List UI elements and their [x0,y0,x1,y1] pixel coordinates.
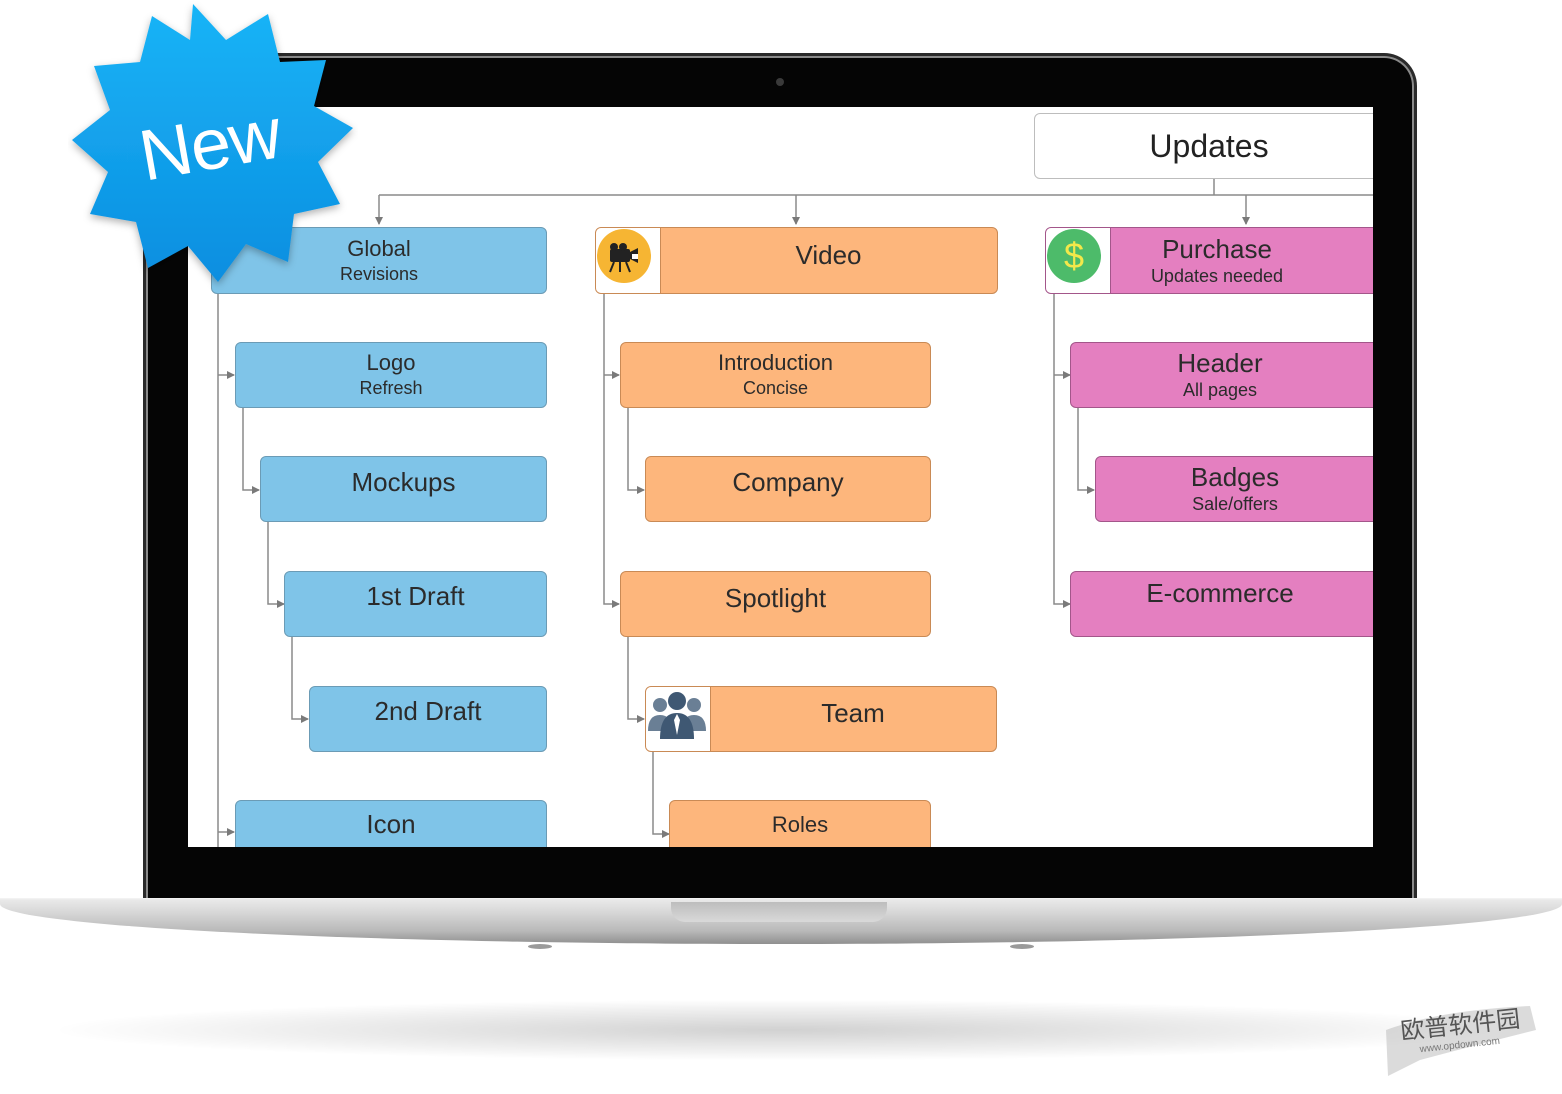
node-title: 1st Draft [366,581,465,611]
connector-lines [217,179,1373,847]
node-title: Video [795,239,862,270]
node-title: Icon [366,809,416,839]
node-title: 2nd Draft [374,696,482,726]
root-node[interactable]: Updates [1034,113,1373,179]
node-2nd-draft[interactable]: 2nd Draft [309,686,547,752]
node-introduction[interactable]: Introduction Concise [620,342,931,408]
dollar-icon: $ [1047,229,1101,283]
watermark-brush [1386,1006,1536,1076]
node-badges[interactable]: Badges Sale/offers [1095,456,1373,522]
team-icon-box [646,687,711,751]
node-spotlight[interactable]: Spotlight [620,571,931,637]
root-node-label: Updates [1149,127,1269,164]
node-mockups[interactable]: Mockups [260,456,547,522]
node-company[interactable]: Company [645,456,931,522]
purchase-text: Purchase Updates needed [1110,228,1373,293]
node-title: Roles [771,812,829,837]
node-e-commerce[interactable]: E-commerce [1070,571,1373,637]
node-header[interactable]: Header All pages [1070,342,1373,408]
laptop-shadow [60,1000,1500,1060]
node-title: Logo [366,350,416,375]
node-title: Introduction [718,350,833,375]
node-logo[interactable]: Logo Refresh [235,342,547,408]
node-team[interactable]: Team [645,686,997,752]
laptop-foot [1010,944,1034,949]
node-subtitle: Refresh [359,378,423,398]
node-subtitle: Sale/offers [1192,494,1278,514]
node-subtitle: All pages [1182,380,1258,400]
node-title: E-commerce [1146,578,1294,608]
webcam-icon [776,78,784,86]
mindmap-canvas: Updates Global Revisions Logo Refresh Mo… [188,107,1373,847]
node-subtitle: Updates needed [1150,265,1284,286]
node-title: Global [347,235,411,261]
node-title: Header [1177,348,1263,378]
node-title: Mockups [351,467,456,497]
video-camera-icon [597,229,651,283]
node-subtitle: Revisions [339,263,419,284]
node-title: Badges [1190,462,1280,492]
node-1st-draft[interactable]: 1st Draft [284,571,547,637]
node-purchase[interactable]: $ Purchase Updates needed [1045,227,1373,294]
team-people-icon [648,692,706,739]
node-video[interactable]: Video [595,227,998,294]
node-title: Company [732,467,844,497]
laptop-notch [671,902,887,922]
node-subtitle: Concise [742,378,809,398]
purchase-icon-box: $ [1046,228,1111,293]
svg-text:$: $ [1064,235,1084,276]
video-icon-box [596,228,661,293]
new-badge [72,4,353,282]
laptop-foot [528,944,552,949]
node-title: Spotlight [724,583,827,613]
node-title: Team [821,698,885,728]
node-icon[interactable]: Icon [235,800,547,847]
node-roles[interactable]: Roles [669,800,931,847]
node-title: Purchase [1162,233,1272,264]
